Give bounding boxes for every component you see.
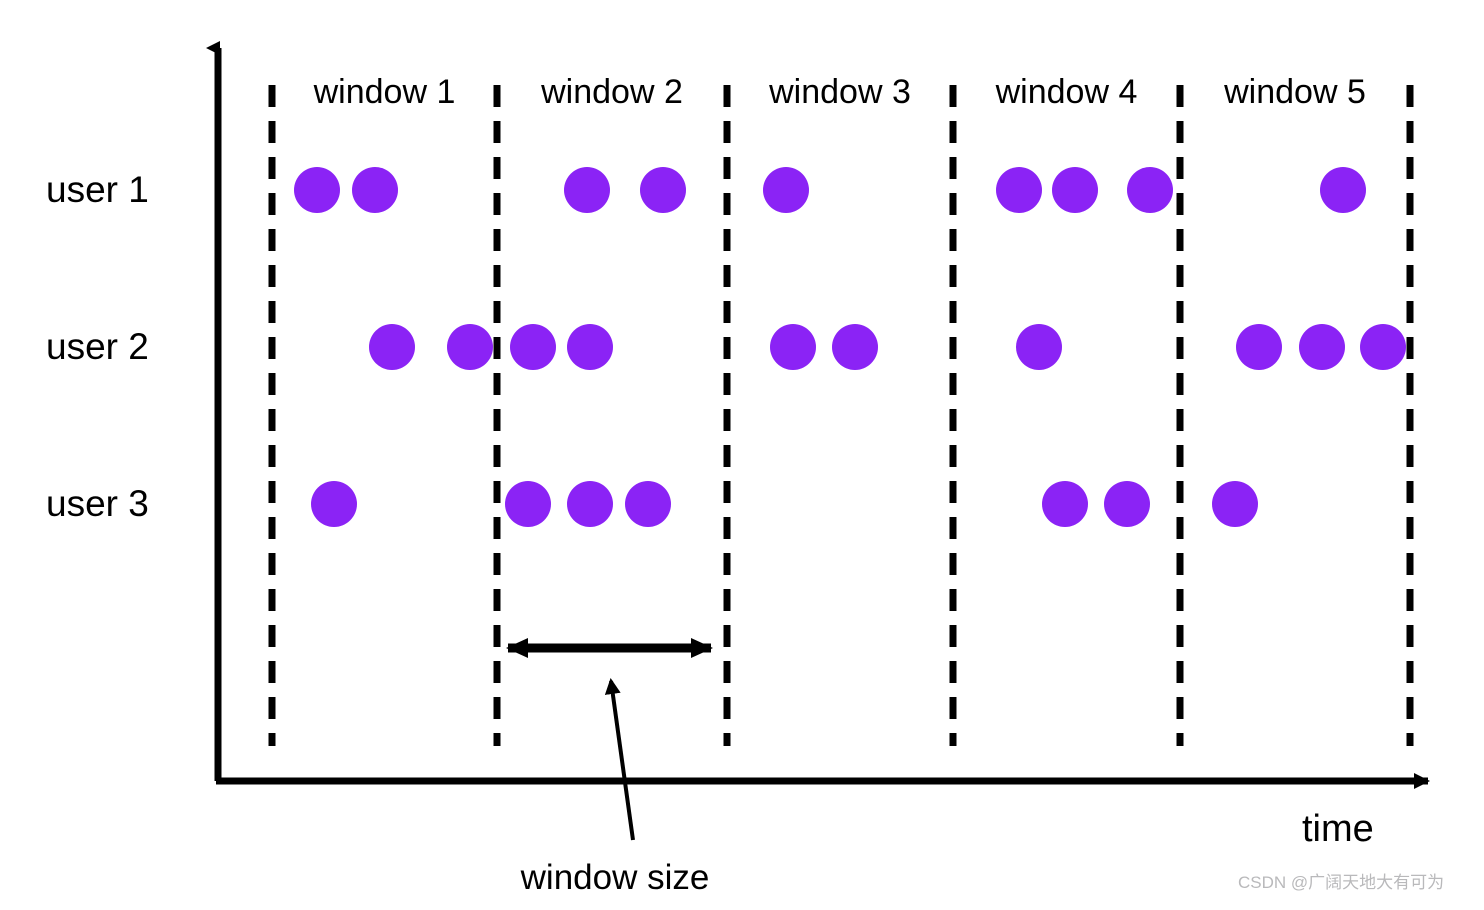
event-dot	[1320, 167, 1366, 213]
event-dot	[996, 167, 1042, 213]
event-dot	[770, 324, 816, 370]
event-dot	[567, 324, 613, 370]
event-dot	[763, 167, 809, 213]
window-size-label: window size	[520, 858, 710, 897]
event-dot	[1052, 167, 1098, 213]
window-label-5: window 5	[1224, 73, 1366, 111]
event-dot	[311, 481, 357, 527]
event-dot	[294, 167, 340, 213]
event-dot	[1236, 324, 1282, 370]
event-dots-user-2	[369, 324, 1406, 370]
row-label-user-3: user 3	[46, 483, 149, 524]
window-dividers	[268, 85, 1414, 746]
row-label-user-1: user 1	[46, 169, 149, 210]
event-dot	[1299, 324, 1345, 370]
event-dot	[564, 167, 610, 213]
event-dot	[1360, 324, 1406, 370]
event-dot	[625, 481, 671, 527]
event-dot	[640, 167, 686, 213]
pointer-arrow-icon	[604, 678, 635, 841]
event-dot	[352, 167, 398, 213]
event-dot	[1104, 481, 1150, 527]
event-dot	[1127, 167, 1173, 213]
event-dot	[832, 324, 878, 370]
x-axis-label-time: time	[1302, 808, 1374, 850]
window-label-4: window 4	[995, 73, 1138, 111]
event-dot	[1016, 324, 1062, 370]
event-dot	[1212, 481, 1258, 527]
window-size-pointer-arrow	[604, 678, 635, 841]
window-label-2: window 2	[541, 73, 683, 111]
event-dots-user-3	[311, 481, 1258, 527]
event-dot	[567, 481, 613, 527]
event-dot	[510, 324, 556, 370]
watermark-text: CSDN @广阔天地大有可为	[1238, 873, 1445, 892]
event-dot	[369, 324, 415, 370]
event-dot	[447, 324, 493, 370]
row-label-user-2: user 2	[46, 326, 149, 367]
event-dot	[1042, 481, 1088, 527]
event-dot	[505, 481, 551, 527]
window-label-3: window 3	[769, 73, 911, 111]
event-dots-user-1	[294, 167, 1366, 213]
window-label-1: window 1	[313, 73, 456, 111]
